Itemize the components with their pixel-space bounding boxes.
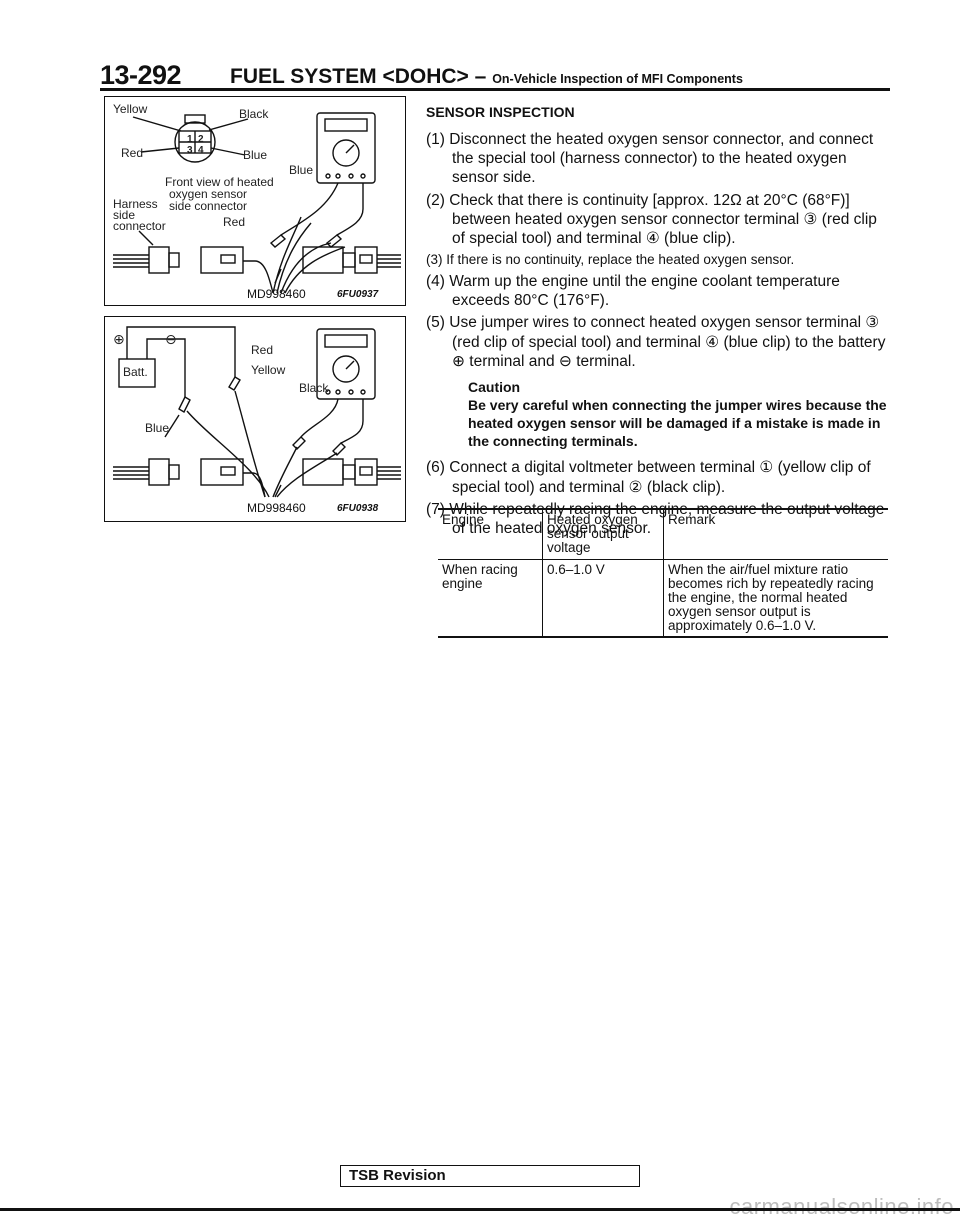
inspection-content: SENSOR INSPECTION (1) Disconnect the hea… — [426, 104, 892, 542]
label-blue-lead: Blue — [289, 163, 314, 177]
table-header-output: Heated oxygen sensor output voltage — [542, 509, 664, 560]
table-row: When racing engine 0.6–1.0 V When the ai… — [438, 559, 888, 638]
figure2-drawing — [113, 326, 401, 498]
watermark: carmanualsonline.info — [729, 1194, 954, 1219]
pin-4: 4 — [198, 145, 204, 156]
figure-code-2: 6FU0938 — [337, 503, 379, 514]
pin-3: 3 — [187, 145, 193, 156]
label-red-lead: Red — [223, 215, 246, 229]
page-header: 13-292 FUEL SYSTEM <DOHC> – On-Vehicle I… — [100, 60, 890, 90]
caution-note: Caution Be very careful when connecting … — [468, 378, 892, 451]
caution-title: Caution — [468, 378, 521, 395]
step-4: (4) Warm up the engine until the engine … — [426, 272, 840, 309]
sensor-output-table: Engine Heated oxygen sensor output volta… — [438, 508, 888, 638]
label-blue-2: Blue — [145, 421, 170, 435]
section-heading: SENSOR INSPECTION — [426, 104, 575, 120]
battery — [118, 358, 156, 388]
page-title: FUEL SYSTEM <DOHC> – On-Vehicle Inspecti… — [230, 65, 743, 89]
page-title-main: FUEL SYSTEM <DOHC> — [230, 65, 469, 88]
part-number: MD998460 — [247, 287, 306, 301]
table-header-row: Engine Heated oxygen sensor output volta… — [438, 509, 888, 560]
label-batt: Batt. — [123, 365, 148, 379]
step-1: (1) Disconnect the heated oxygen sensor … — [426, 130, 874, 187]
label-front-view: Front view of heated — [165, 175, 274, 189]
label-blue: Blue — [243, 148, 268, 162]
step-3: (3) If there is no continuity, replace t… — [426, 251, 795, 267]
step-5: (5) Use jumper wires to connect heated o… — [426, 314, 886, 371]
footer-rule — [0, 1208, 960, 1211]
label-oxygen-sensor: oxygen sensor — [169, 187, 248, 201]
label-yellow-2: Yellow — [251, 363, 286, 377]
connector-latch — [184, 114, 206, 124]
pin-1: 1 — [187, 134, 193, 145]
figure-sensor-continuity: Yellow Black Red Blue Blue 1 2 3 4 Front… — [104, 96, 406, 306]
digital-voltmeter-2 — [316, 328, 376, 400]
figure-code: 6FU0937 — [337, 289, 379, 300]
label-side-connector: side connector — [169, 199, 248, 213]
pin-2: 2 — [198, 134, 204, 145]
label-side: side — [113, 208, 136, 222]
label-black: Black — [239, 107, 269, 121]
page-subtitle: On-Vehicle Inspection of MFI Components — [492, 72, 743, 86]
table-header-engine: Engine — [442, 512, 485, 527]
digital-voltmeter — [316, 112, 376, 184]
label-red-2: Red — [251, 343, 274, 357]
step-6: (6) Connect a digital voltmeter between … — [426, 459, 871, 496]
label-yellow: Yellow — [113, 102, 148, 116]
caution-text: Be very careful when connecting the jump… — [468, 396, 887, 450]
table-cell-remark: When the air/fuel mixture ratio becomes … — [663, 559, 888, 638]
page-number: 13-292 — [100, 60, 182, 90]
battery-plus-icon: ⊕ — [113, 331, 125, 347]
header-rule — [100, 88, 890, 91]
part-number-2: MD998460 — [247, 501, 306, 515]
battery-minus-icon: ⊖ — [165, 331, 177, 347]
figure-sensor-voltage: ⊕ ⊖ Batt. Red Yellow Black Blue MD998460… — [104, 316, 406, 522]
label-connector: connector — [113, 219, 166, 233]
sensor-connector-circle — [174, 121, 216, 163]
label-black-2: Black — [299, 381, 329, 395]
table-header-remark: Remark — [663, 509, 888, 560]
step-2: (2) Check that there is continuity [appr… — [426, 191, 877, 248]
figure1-drawing — [113, 112, 401, 294]
label-harness: Harness — [113, 197, 158, 211]
tsb-revision-box: TSB Revision — [340, 1165, 640, 1187]
table-cell-engine: When racing engine — [442, 561, 518, 591]
label-red: Red — [121, 146, 144, 160]
page-title-dash: – — [468, 65, 493, 88]
table-cell-output: 0.6–1.0 V — [542, 559, 664, 638]
tsb-revision-label: TSB Revision — [349, 1167, 446, 1184]
